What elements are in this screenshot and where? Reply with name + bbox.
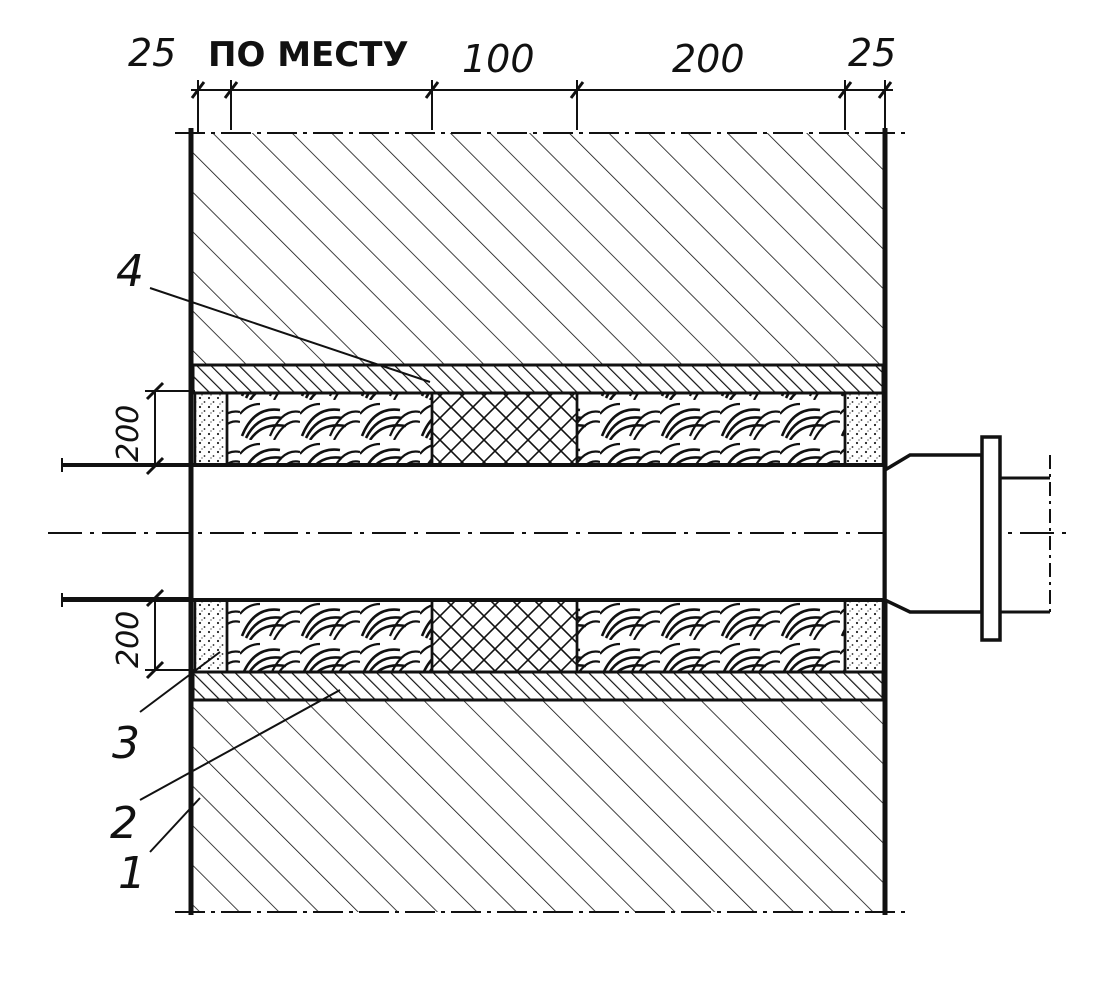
tick-6 (877, 81, 893, 99)
side-dimensions: 200 200 (62, 381, 195, 680)
wall-lower (191, 700, 885, 912)
flange-transition (883, 453, 984, 614)
packing-lower (193, 598, 885, 674)
dim-left-edge: 25 (128, 31, 176, 75)
side-dim-lower-label: 200 (111, 611, 146, 668)
sealant-right-lower (843, 598, 885, 674)
cross-hatched-insert-lower (430, 598, 579, 674)
packing-upper (193, 391, 885, 467)
tick-5 (837, 81, 853, 99)
tick-1 (190, 81, 206, 99)
fiber-seal-upper-right (575, 391, 847, 467)
fiber-seal-upper-left (225, 391, 434, 467)
leader-3 (139, 651, 221, 713)
steel-sleeve (191, 363, 885, 702)
callout-4: 4 (116, 246, 144, 297)
flange-plate (980, 435, 1002, 642)
callout-2: 2 (110, 798, 138, 849)
sealant-left-lower (193, 598, 229, 674)
sleeve-upper (191, 363, 885, 395)
tick-3 (424, 81, 440, 99)
pipe (48, 458, 1070, 607)
wall-upper (191, 133, 885, 365)
tick-2 (223, 81, 239, 99)
flange-assembly (883, 435, 1051, 642)
side-dim-upper-label: 200 (111, 405, 146, 462)
top-dimension-chain: 25 ПО МЕСТУ 100 200 25 (128, 31, 896, 133)
side-tick-lower-1 (145, 588, 165, 608)
dim-right-edge: 25 (848, 31, 896, 75)
side-tick-upper-2 (145, 456, 165, 476)
callout-leaders: 4 3 2 1 (110, 246, 431, 899)
tick-4 (569, 81, 585, 99)
sealant-right-upper (843, 391, 885, 467)
side-tick-upper-1 (145, 381, 165, 401)
leader-2 (139, 689, 341, 801)
dim-in-place: ПО МЕСТУ (208, 35, 409, 75)
callout-1: 1 (118, 848, 146, 899)
sleeve-lower (191, 670, 885, 702)
sealant-left-upper (193, 391, 229, 467)
dim-right-span: 200 (672, 37, 745, 81)
leader-4 (149, 287, 431, 383)
side-tick-lower-2 (145, 660, 165, 680)
wall-section (175, 128, 905, 915)
fiber-seal-lower-left (225, 598, 434, 674)
leader-1 (149, 797, 201, 853)
dim-middle: 100 (462, 37, 535, 81)
callout-3: 3 (112, 718, 140, 769)
cross-hatched-insert-upper (430, 391, 579, 467)
fiber-seal-lower-right (575, 598, 847, 674)
